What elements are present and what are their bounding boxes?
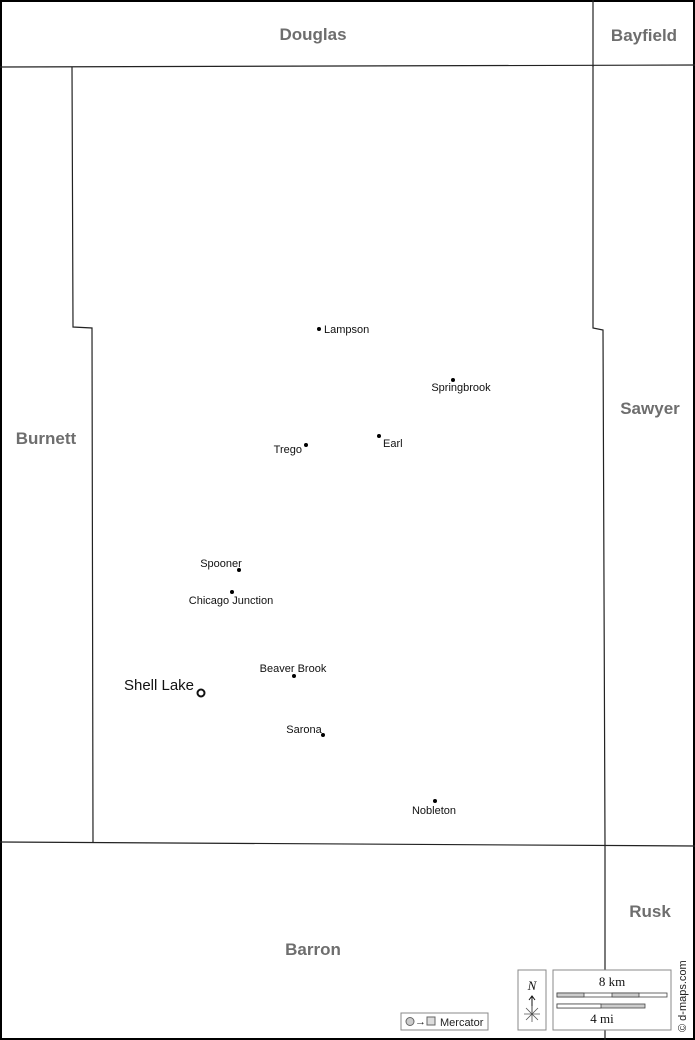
county-label-sawyer: Sawyer [620, 399, 680, 418]
county-label-barron: Barron [285, 940, 341, 959]
projection-legend: → Mercator [400, 1012, 489, 1031]
douglas-boundary [0, 64, 695, 68]
projection-label: Mercator [440, 1017, 484, 1029]
town-dot-earl [377, 434, 381, 438]
county-label-rusk: Rusk [629, 902, 671, 921]
scale-bar: 8 km 4 mi [552, 969, 672, 1031]
county-label-bayfield: Bayfield [611, 26, 677, 45]
credit-text: © d-maps.com [677, 960, 689, 1032]
town-dot-lampson [317, 327, 321, 331]
town-label-trego: Trego [274, 444, 302, 456]
washburn-south-boundary [0, 841, 695, 847]
north-arrow: N [517, 969, 547, 1031]
town-label-sarona: Sarona [286, 724, 322, 736]
town-dot-trego [304, 443, 308, 447]
town-label-nobleton: Nobleton [412, 805, 456, 817]
towns: Lampson Springbrook Earl Trego Spooner C… [124, 324, 491, 817]
washburn-west-boundary [71, 66, 94, 843]
town-dot-beaver-brook [292, 674, 296, 678]
town-label-chicago-junction: Chicago Junction [189, 595, 273, 607]
north-label: N [527, 978, 538, 993]
county-label-burnett: Burnett [16, 429, 77, 448]
globe-icon [405, 1017, 415, 1026]
town-label-earl: Earl [383, 438, 403, 450]
town-dot-springbrook [451, 378, 455, 382]
town-dot-chicago-junction [230, 590, 234, 594]
county-label-douglas: Douglas [279, 25, 346, 44]
scale-km-label: 8 km [599, 974, 625, 989]
town-label-beaver-brook: Beaver Brook [260, 663, 327, 675]
town-label-springbrook: Springbrook [431, 382, 491, 394]
map-square-icon [426, 1016, 436, 1026]
town-label-shell-lake: Shell Lake [124, 677, 194, 694]
town-dot-sarona [321, 733, 325, 737]
county-seat-marker-shell-lake [196, 688, 206, 698]
town-dot-nobleton [433, 799, 437, 803]
town-dot-spooner [237, 568, 241, 572]
arrow-icon: → [415, 1016, 426, 1028]
scale-mi-label: 4 mi [590, 1011, 614, 1026]
town-label-spooner: Spooner [200, 558, 242, 570]
town-label-lampson: Lampson [324, 324, 369, 336]
compass-star-icon [524, 1006, 540, 1022]
washburn-east-boundary [592, 66, 606, 1040]
